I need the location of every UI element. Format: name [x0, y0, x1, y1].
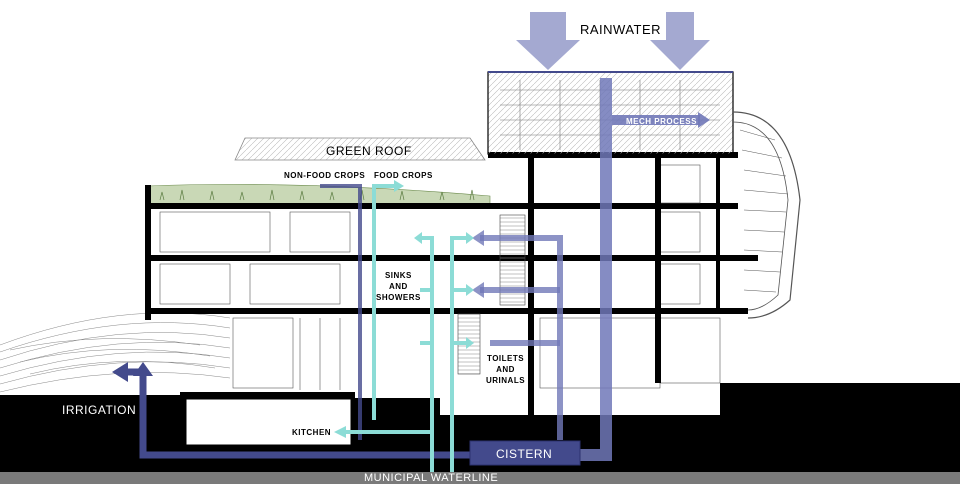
irrigation-pipe [139, 372, 470, 459]
rainwater-arrow-left-icon [516, 12, 580, 70]
potable-arrow-sinks-1-icon [414, 232, 422, 244]
municipal-waterline-bar [0, 472, 960, 484]
toilet-supply-arrow-1-icon [472, 230, 484, 246]
cistern-tank [469, 440, 581, 466]
terraced-seating [0, 312, 231, 393]
toilets-and-urinals-label: TOILETS AND URINALS [486, 354, 526, 385]
food-crops-pipe [372, 184, 398, 420]
potable-arrow-toilets-icon [466, 337, 474, 349]
food-crops-label: FOOD CROPS [374, 171, 433, 180]
curved-facade [732, 111, 801, 319]
potable-main-riser [420, 236, 434, 472]
non-food-crops-label: NON-FOOD CROPS [284, 171, 366, 180]
green-roof-canopy [147, 137, 491, 206]
green-roof-label: GREEN ROOF [326, 144, 412, 158]
potable-arrow-sinks-2-icon [466, 232, 474, 244]
rainwater-label: RAINWATER [580, 22, 662, 37]
pipe-network [112, 12, 710, 472]
food-crops-arrow-icon [394, 180, 404, 192]
rainwater-arrow-right-icon [650, 12, 710, 70]
irrigation-label: IRRIGATION [62, 403, 137, 417]
kitchen-label: KITCHEN [292, 428, 332, 437]
kitchen-arrow-icon [334, 426, 346, 438]
irrigation-arrow-tip-icon [112, 362, 128, 382]
rainwater-downpipe [580, 78, 612, 461]
potable-arrow-sinks-3-icon [466, 284, 474, 296]
mech-process-arrow-icon [698, 112, 710, 128]
cistern-label: CISTERN [496, 447, 553, 461]
toilet-supply-pipe [480, 235, 563, 440]
sinks-and-showers-label: SINKS AND SHOWERS [376, 271, 421, 302]
ground-mass [0, 383, 960, 472]
toilet-supply-arrow-2-icon [472, 282, 484, 298]
potable-riser-2 [450, 236, 470, 472]
mech-process-label: MECH PROCESS [626, 117, 697, 126]
non-food-crops-pipe [320, 184, 362, 440]
municipal-waterline-label: MUNICIPAL WATERLINE [364, 472, 499, 484]
